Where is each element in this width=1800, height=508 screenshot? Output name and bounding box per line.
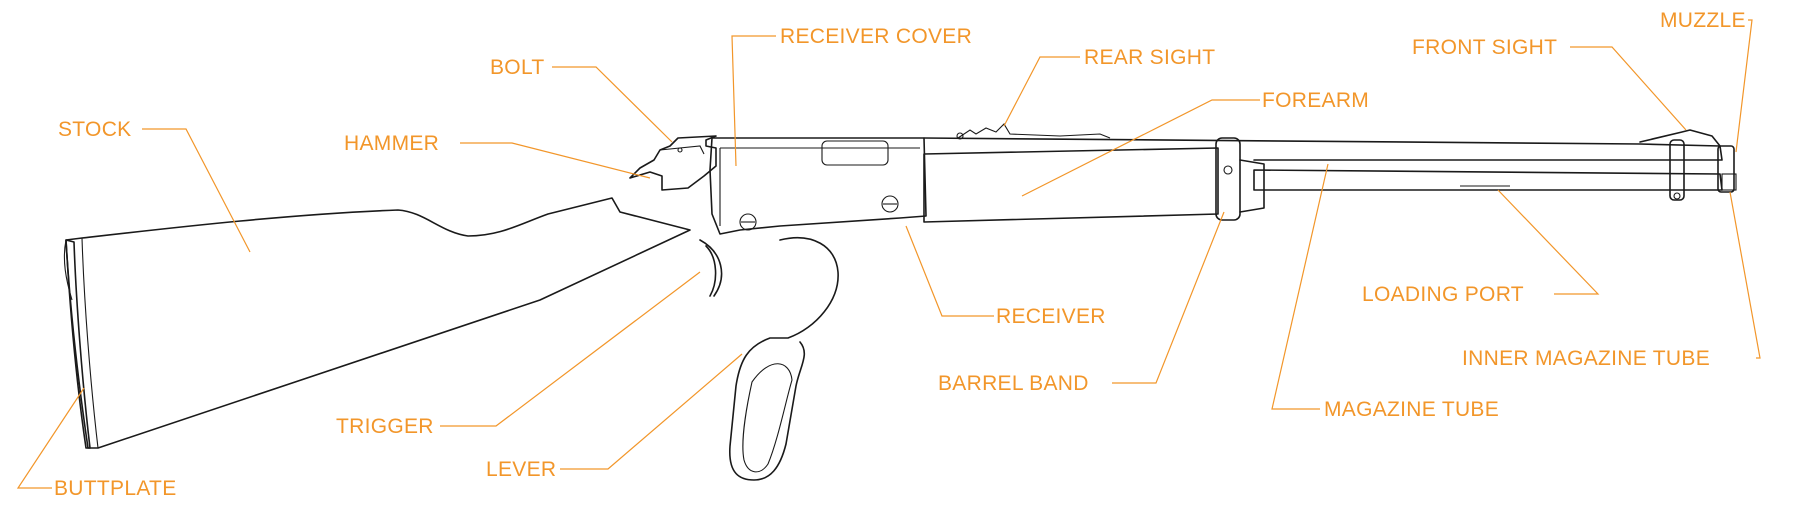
receiver-label: RECEIVER: [996, 305, 1106, 328]
receiver-cover-label: RECEIVER COVER: [780, 25, 973, 48]
stock-label: STOCK: [58, 118, 132, 141]
muzzle-leader: [1735, 19, 1753, 153]
muzzle-label: MUZZLE: [1660, 9, 1746, 32]
stock-outline: [63, 197, 691, 449]
buttplate-shape: [65, 239, 91, 449]
trigger-label: TRIGGER: [336, 415, 434, 438]
receiver-cover-leader: [731, 35, 776, 167]
magazine-tube-leader: [1271, 163, 1329, 410]
rear-sight-label: REAR SIGHT: [1084, 46, 1216, 69]
lever-label: LEVER: [486, 458, 557, 481]
lever-leader: [560, 353, 743, 470]
muzzle-shape: [1717, 145, 1737, 193]
forearm-label: FOREARM: [1262, 89, 1370, 112]
front-sight-leader: [1570, 46, 1687, 131]
hammer-leader: [460, 142, 651, 179]
barrel-shape: [923, 137, 1723, 191]
receiver-leader: [905, 225, 994, 317]
bolt-leader: [552, 66, 673, 143]
bolt-label: BOLT: [490, 56, 545, 79]
loading-port-leader: [1497, 189, 1600, 295]
buttplate-label: BUTTPLATE: [54, 477, 177, 500]
barrel-band-label: BARREL BAND: [938, 372, 1089, 395]
front-sight-shape: [1639, 129, 1721, 201]
front-sight-label: FRONT SIGHT: [1412, 36, 1558, 59]
leader-lines: [16, 19, 1761, 489]
loading-port-label: LOADING PORT: [1362, 283, 1524, 306]
stock-leader: [142, 128, 251, 253]
magazine-tube-label: MAGAZINE TUBE: [1324, 398, 1500, 421]
inner-magazine-tube-leader: [1729, 191, 1761, 359]
inner-magazine-tube-label: INNER MAGAZINE TUBE: [1462, 347, 1711, 370]
rear-sight-shape: [956, 123, 1111, 140]
buttplate-leader: [16, 387, 85, 489]
trigger-leader: [440, 271, 701, 427]
barrel-band-shape: [1215, 137, 1265, 221]
hammer-bolt-shape: [629, 135, 717, 191]
forearm-leader: [1021, 99, 1260, 197]
receiver-shape: [709, 137, 927, 235]
forearm-shape: [923, 147, 1219, 223]
hammer-label: HAMMER: [344, 132, 440, 155]
rear-sight-leader: [1003, 56, 1080, 127]
barrel-band-leader: [1112, 211, 1225, 384]
lever-trigger-shape: [699, 236, 839, 481]
